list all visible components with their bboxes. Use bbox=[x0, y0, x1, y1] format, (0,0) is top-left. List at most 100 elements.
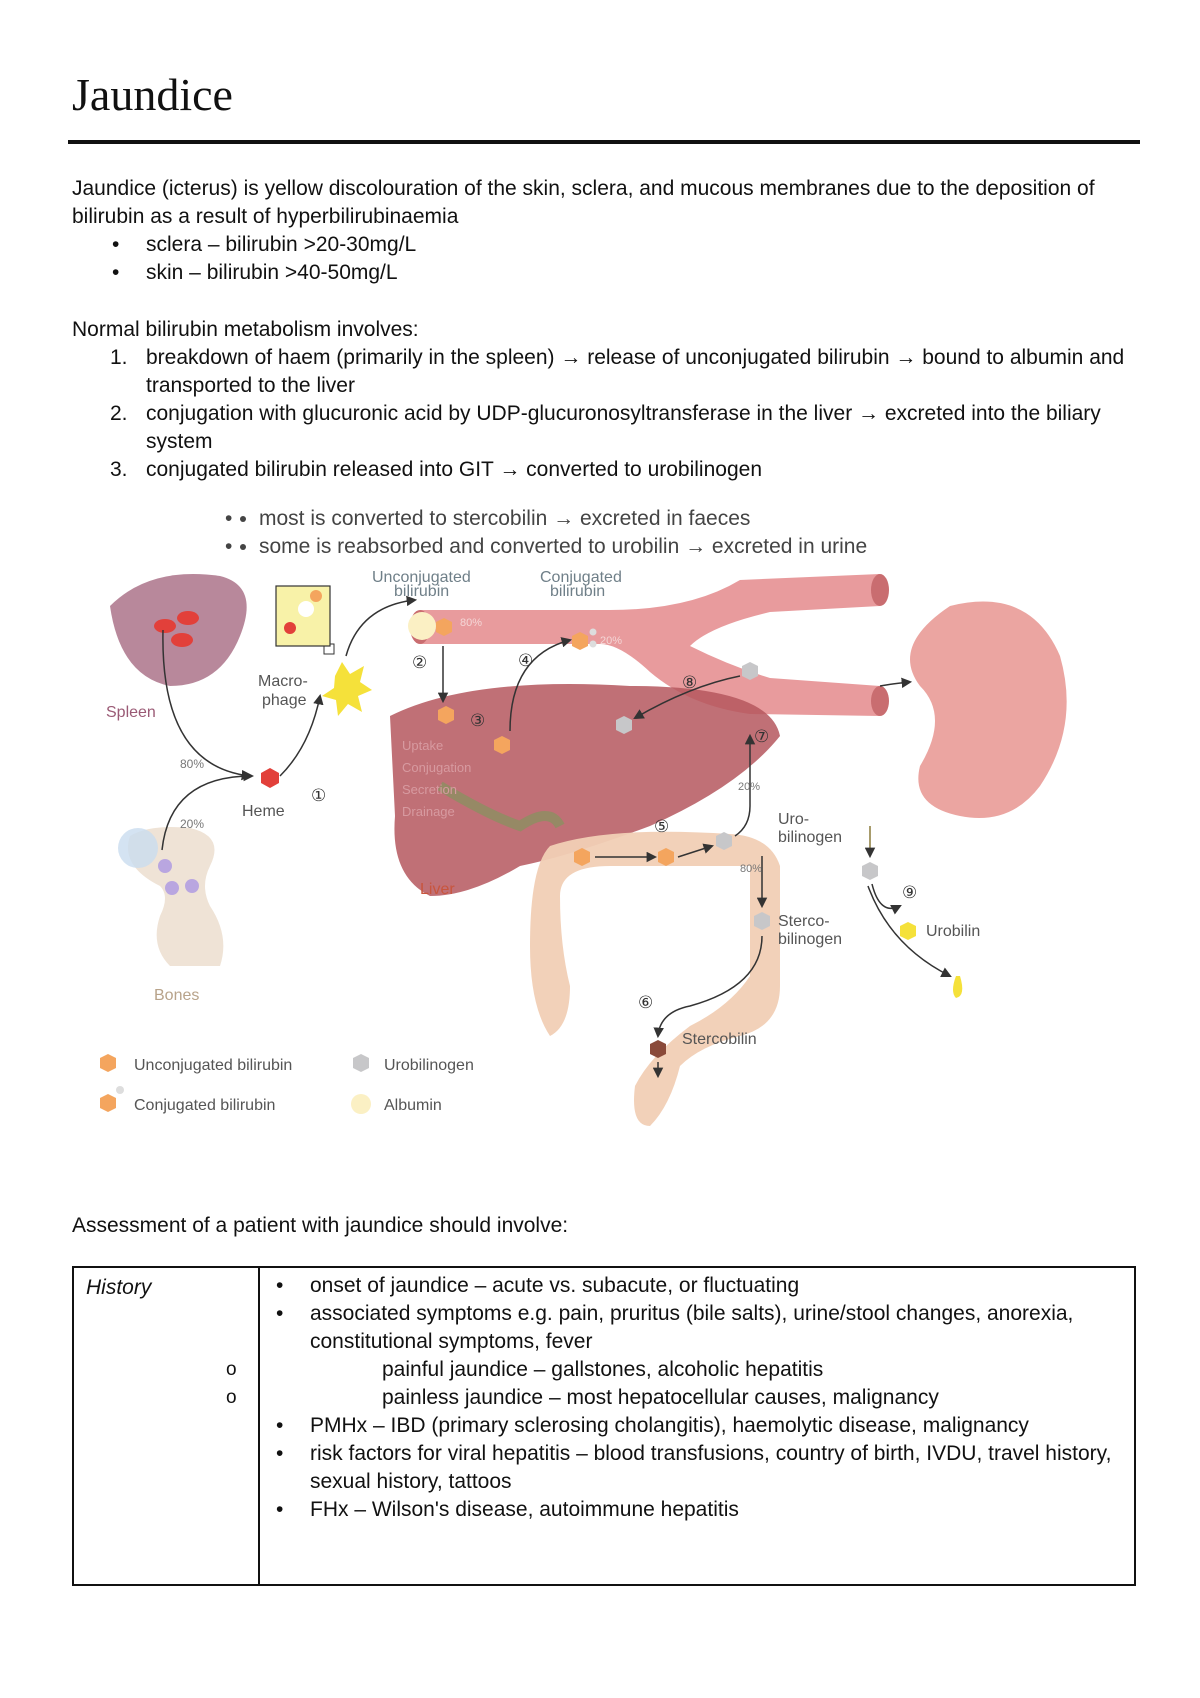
urobilinogen-marker bbox=[742, 662, 758, 680]
macrophage-inset bbox=[275, 585, 331, 647]
legend-swatch-bead bbox=[116, 1086, 124, 1094]
stercobilin-label: Stercobilin bbox=[682, 1031, 757, 1048]
step-number-label: ⑦ bbox=[754, 727, 769, 746]
joint-shape bbox=[118, 828, 158, 868]
conjugated-marker bbox=[494, 736, 510, 754]
urobilinogen-marker bbox=[862, 862, 878, 880]
albumin-marker bbox=[408, 612, 436, 640]
page-title: Jaundice bbox=[72, 69, 233, 120]
urobilin-marker bbox=[900, 922, 916, 940]
conjugated-marker bbox=[572, 632, 588, 650]
history-list: onset of jaundice – acute vs. subacute, … bbox=[276, 1272, 1134, 1356]
liver-step-label: Uptake bbox=[402, 738, 443, 753]
red-blood-cells bbox=[154, 611, 199, 647]
list-item: painless jaundice – most hepatocellular … bbox=[382, 1384, 1134, 1412]
spleen-label: Spleen bbox=[106, 704, 156, 721]
kidney-shape bbox=[910, 601, 1067, 818]
unconjugated-marker bbox=[436, 618, 452, 636]
urobilinogen-label: bilinogen bbox=[778, 829, 842, 846]
arrow-urine bbox=[867, 885, 952, 977]
urobilin-label: Urobilin bbox=[926, 923, 980, 940]
arrow-vessel-kidney bbox=[879, 677, 913, 689]
pct-label: 20% bbox=[600, 635, 622, 647]
step-number: 3. bbox=[110, 458, 128, 481]
step-number-label: ④ bbox=[518, 651, 533, 670]
step-text: conjugation with glucuronic acid by UDP-… bbox=[146, 402, 1101, 453]
gallbladder-duct bbox=[437, 781, 565, 832]
diagram-legend: Unconjugated bilirubin Conjugated biliru… bbox=[100, 1054, 474, 1114]
step-text: conjugated bilirubin released into GIT →… bbox=[146, 458, 762, 481]
title-divider bbox=[68, 140, 1140, 144]
legend-label: Unconjugated bilirubin bbox=[134, 1057, 292, 1074]
stercobilinogen-label: bilinogen bbox=[778, 931, 842, 948]
pct-label: 20% bbox=[738, 781, 760, 793]
step-number: 1. bbox=[110, 346, 128, 369]
list-item: skin – bilirubin >40-50mg/L bbox=[112, 259, 1126, 287]
row-header-history: History bbox=[74, 1268, 260, 1584]
arrow-liver-vessel bbox=[509, 637, 573, 732]
assessment-heading: Assessment of a patient with jaundice sh… bbox=[72, 1214, 569, 1237]
conjugated-vessel-label: bilirubin bbox=[550, 583, 605, 600]
legend-swatch-unconjugated bbox=[100, 1054, 116, 1072]
legend-label: Albumin bbox=[384, 1097, 442, 1114]
history-cell: onset of jaundice – acute vs. subacute, … bbox=[260, 1268, 1134, 1584]
step-number: 2. bbox=[110, 402, 128, 425]
liver-step-label: Secretion bbox=[402, 782, 457, 797]
arrow-spleen-heme bbox=[162, 629, 253, 781]
list-item: onset of jaundice – acute vs. subacute, … bbox=[276, 1272, 1134, 1300]
unconjugated-vessel-label: Unconjugated bbox=[372, 569, 471, 586]
list-item: risk factors for viral hepatitis – blood… bbox=[276, 1440, 1134, 1496]
legend-label: Conjugated bilirubin bbox=[134, 1097, 275, 1114]
step-number-label: ⑤ bbox=[654, 817, 669, 836]
metabolism-substeps: most is converted to stercobilin → excre… bbox=[219, 505, 1159, 561]
marrow-cell bbox=[165, 881, 179, 895]
list-item: sclera – bilirubin >20-30mg/L bbox=[112, 231, 1126, 259]
unconjugated-marker bbox=[438, 706, 454, 724]
liver-shape bbox=[390, 684, 780, 896]
list-item: 2. conjugation with glucuronic acid by UD… bbox=[110, 400, 1126, 456]
conjugated-marker bbox=[574, 848, 590, 866]
list-item: associated symptoms e.g. pain, pruritus … bbox=[276, 1300, 1134, 1356]
step-text: breakdown of haem (primarily in the sple… bbox=[146, 346, 1125, 397]
unconjugated-marker bbox=[658, 848, 674, 866]
macrophage-label: Macro- bbox=[258, 673, 308, 690]
liver-label: Liver bbox=[420, 881, 455, 898]
bilirubin-metabolism-diagram: Spleen Bones 80% 20% Heme ① Macro- phage… bbox=[100, 569, 1067, 1126]
step-number-label: ⑥ bbox=[638, 993, 653, 1012]
intro-paragraph: Jaundice (icterus) is yellow discolourat… bbox=[72, 177, 1095, 228]
glucuronide-bead bbox=[589, 628, 597, 636]
marrow-cell bbox=[158, 859, 172, 873]
marrow-cell bbox=[185, 879, 199, 893]
arrow-bones-heme bbox=[161, 770, 255, 851]
pct-label: 80% bbox=[180, 757, 204, 771]
pct-label: 80% bbox=[740, 863, 762, 875]
stercobilin-marker bbox=[650, 1040, 666, 1058]
macrophage-label: phage bbox=[262, 692, 307, 709]
glucuronide-bead bbox=[589, 640, 597, 648]
pct-label: 20% bbox=[180, 817, 204, 831]
intestine-shape bbox=[530, 831, 780, 1126]
step-number-label: ⑧ bbox=[682, 673, 697, 692]
step-number-label: ③ bbox=[470, 711, 485, 730]
urine-drop bbox=[953, 976, 963, 998]
list-item: some is reabsorbed and converted to urob… bbox=[225, 533, 1159, 561]
arrow-reabsorption bbox=[734, 733, 756, 837]
liver-step-label: Conjugation bbox=[402, 760, 471, 775]
arrow-stercobilin bbox=[653, 935, 763, 1039]
assessment-table: History onset of jaundice – acute vs. su… bbox=[72, 1266, 1136, 1586]
intro-bullet-list: sclera – bilirubin >20-30mg/L skin – bil… bbox=[112, 231, 1126, 287]
legend-swatch-conjugated bbox=[100, 1094, 116, 1112]
list-item: FHx – Wilson's disease, autoimmune hepat… bbox=[276, 1496, 1134, 1524]
conjugated-vessel-label: Conjugated bbox=[540, 569, 622, 586]
list-item: PMHx – IBD (primary sclerosing cholangit… bbox=[276, 1412, 1134, 1440]
liver-step-labels: Uptake Conjugation Secretion Drainage bbox=[402, 738, 471, 819]
pct-label: 80% bbox=[460, 617, 482, 629]
spleen-shape bbox=[110, 574, 247, 686]
history-sublist: painful jaundice – gallstones, alcoholic… bbox=[310, 1356, 1134, 1412]
step-number-label: ① bbox=[311, 786, 326, 805]
urobilinogen-label: Uro- bbox=[778, 811, 809, 828]
arrow-vessel-liver-urobilinogen bbox=[633, 675, 741, 720]
metabolism-steps: 1. breakdown of haem (primarily in the sp… bbox=[110, 344, 1126, 484]
arrow-macrophage-vessel bbox=[345, 595, 418, 657]
metabolism-heading: Normal bilirubin metabolism involves: bbox=[72, 318, 419, 341]
